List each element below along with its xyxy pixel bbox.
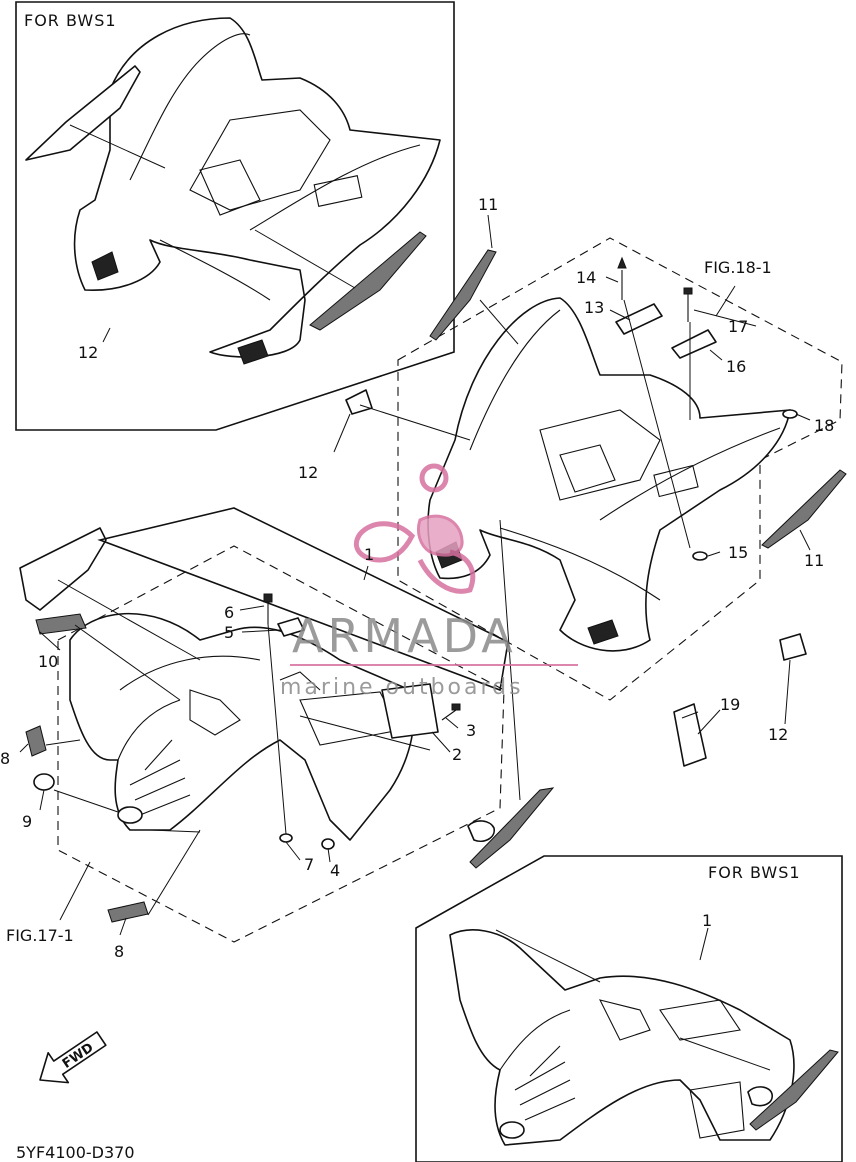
callout-1: 1 xyxy=(364,545,374,564)
callout-12-inset: 12 xyxy=(78,343,98,362)
decal-13 xyxy=(615,303,663,335)
flap-12-inset xyxy=(25,65,141,161)
side-panel-11-right xyxy=(761,469,847,549)
callout-12-lower: 12 xyxy=(768,725,788,744)
flap-12-upper xyxy=(345,389,373,415)
callout-11-right: 11 xyxy=(804,551,824,570)
reflector-8-lower xyxy=(107,901,149,923)
callout-5: 5 xyxy=(224,623,234,642)
callout-19: 19 xyxy=(720,695,740,714)
inset-caption-top: FOR BWS1 xyxy=(24,11,117,30)
watermark-brand: ARMADA xyxy=(292,609,517,663)
callout-16: 16 xyxy=(726,357,746,376)
inset-caption-bottom: FOR BWS1 xyxy=(708,863,801,882)
callout-18: 18 xyxy=(814,416,834,435)
diagram-code: 5YF4100-D370 xyxy=(16,1143,135,1162)
grommet-7 xyxy=(279,833,293,843)
callout-9: 9 xyxy=(22,812,32,831)
rear-fender-inset xyxy=(73,17,441,365)
rear-fender-assembly xyxy=(333,214,847,725)
flap-left xyxy=(19,527,107,611)
callout-14: 14 xyxy=(576,268,596,287)
callout-8-upper: 8 xyxy=(0,749,10,768)
fig-ref-18-1: FIG.18-1 xyxy=(704,258,772,277)
callout-8-lower: 8 xyxy=(114,942,124,961)
watermark-logo xyxy=(353,463,476,594)
bracket-1-outline xyxy=(97,507,509,692)
side-panel-11-upper xyxy=(429,249,497,341)
plate-2 xyxy=(381,683,439,739)
callout-15: 15 xyxy=(728,543,748,562)
side-panel-11-inset xyxy=(309,231,427,331)
inset-top-left: FOR BWS1 12 xyxy=(15,1,455,431)
callout-4: 4 xyxy=(330,861,340,880)
decal-10 xyxy=(35,613,87,635)
front-fender-assembly xyxy=(19,507,555,943)
grommet-18 xyxy=(782,409,798,419)
callouts: 11 14 FIG.18-1 13 17 16 18 12 15 11 1 6 … xyxy=(0,195,834,1162)
callout-12-upper: 12 xyxy=(298,463,318,482)
reflector-8-upper xyxy=(25,725,47,757)
grommet-4 xyxy=(321,838,335,850)
callout-2: 2 xyxy=(452,745,462,764)
flap-12-lower xyxy=(779,633,807,661)
callout-11-top: 11 xyxy=(478,195,498,214)
watermark-tagline: marine outboards xyxy=(280,675,524,700)
fig-ref-17-1: FIG.17-1 xyxy=(6,926,74,945)
callout-3: 3 xyxy=(466,721,476,740)
label-card-19 xyxy=(673,703,721,767)
watermark: ARMADA marine outboards xyxy=(280,463,578,700)
inset-bottom-right: FOR BWS1 1 xyxy=(415,855,843,1162)
plate-9 xyxy=(33,773,55,791)
decal-16 xyxy=(671,329,717,359)
callout-10: 10 xyxy=(38,652,58,671)
callout-17: 17 xyxy=(728,317,748,336)
side-panel-inset-bottom xyxy=(749,1049,839,1131)
callout-13: 13 xyxy=(584,298,604,317)
grommet-15 xyxy=(692,551,708,561)
side-panel-right-front xyxy=(469,787,555,869)
fwd-arrow: FWD xyxy=(39,1031,107,1084)
callout-1-inset: 1 xyxy=(702,911,712,930)
callout-6: 6 xyxy=(224,603,234,622)
callout-7: 7 xyxy=(304,855,314,874)
